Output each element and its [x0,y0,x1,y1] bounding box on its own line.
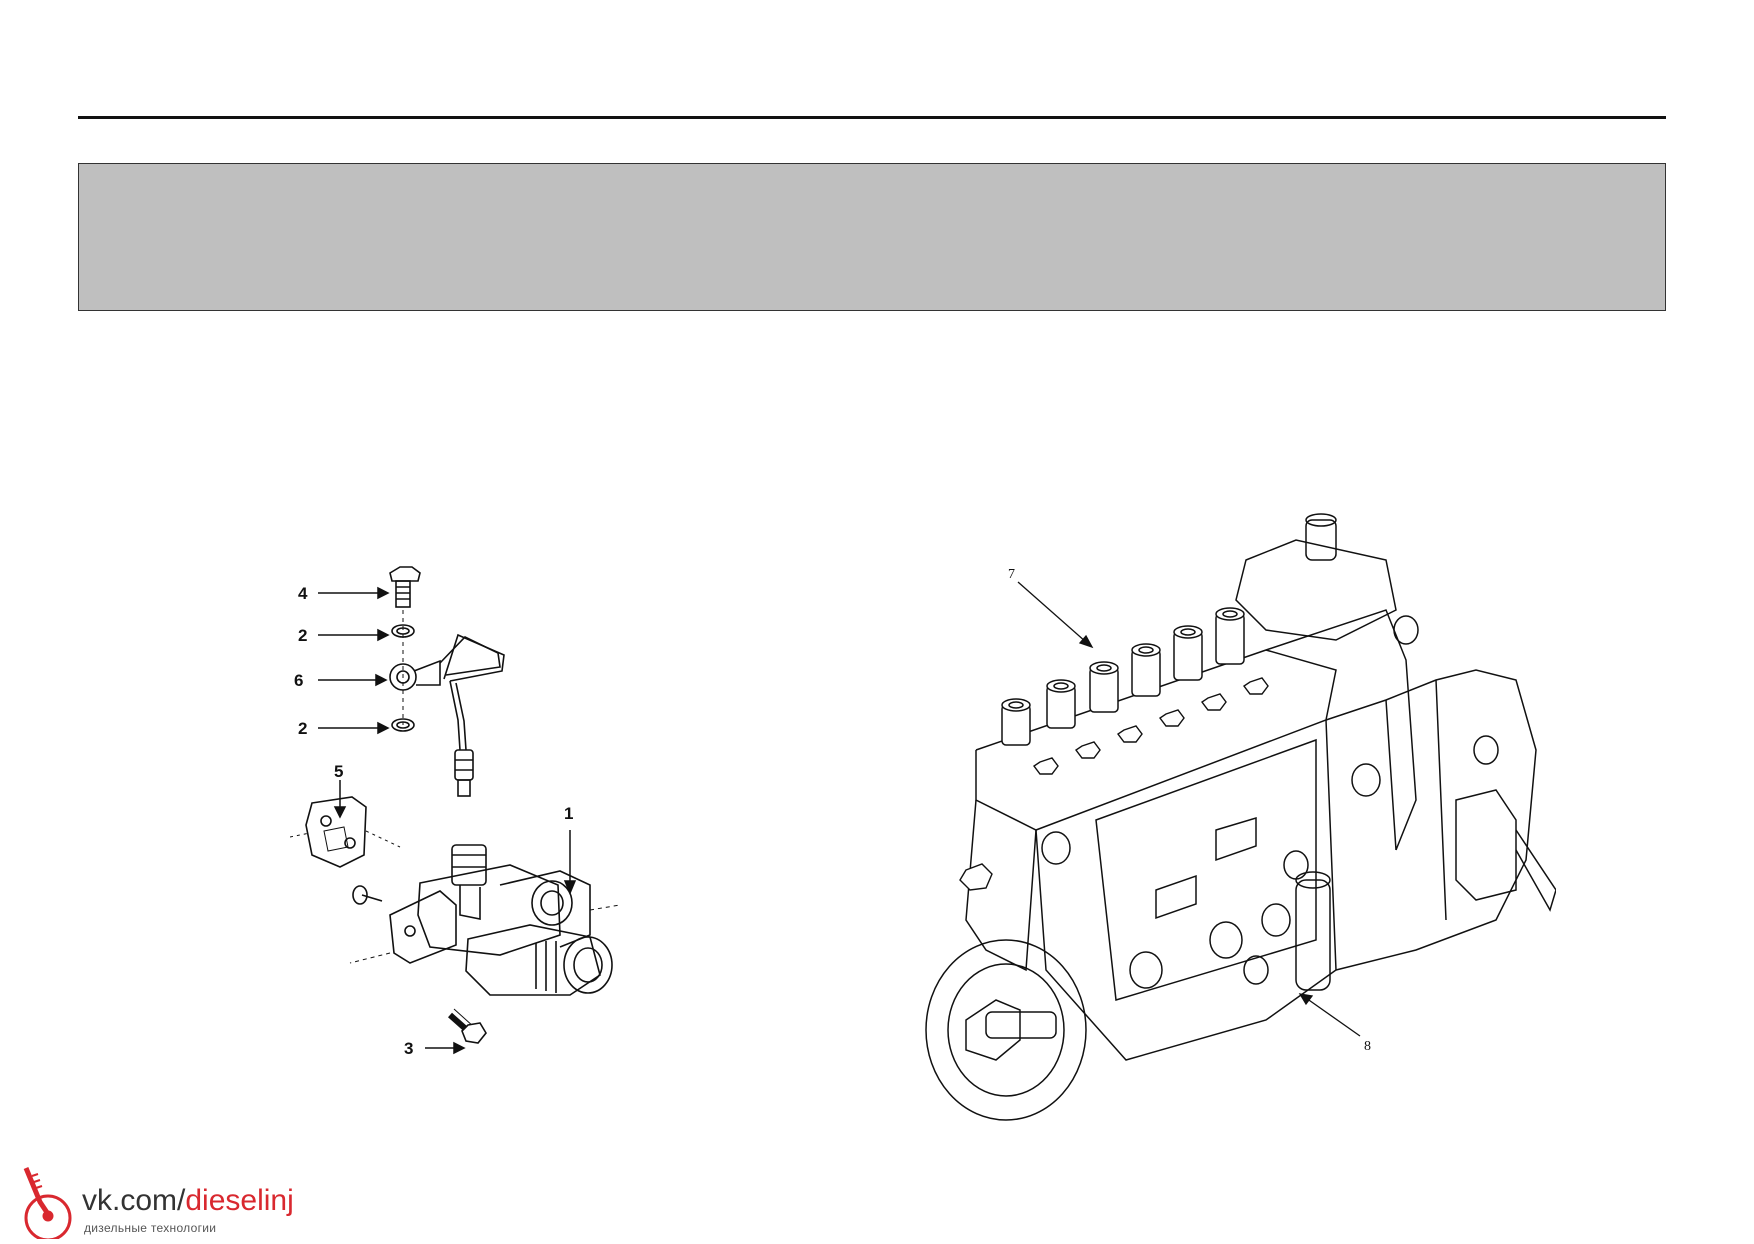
callout-3: 3 [404,1039,413,1058]
watermark-tagline: дизельные технологии [84,1221,217,1235]
callout-2b: 2 [298,719,307,738]
callout-6: 6 [294,671,303,690]
injection-pump-diagram: 7 8 [916,500,1556,1132]
callout-1: 1 [564,804,573,823]
callout-8: 8 [1364,1039,1371,1054]
feed-pump-drawing: 4 2 6 2 5 1 3 [290,566,621,1058]
title-band [78,163,1666,311]
header-rule [78,116,1666,119]
feed-pump-diagram: 4 2 6 2 5 1 3 [290,555,710,1065]
watermark-domain-accent: dieselinj [185,1184,294,1217]
callout-7: 7 [1008,567,1015,582]
callout-2: 2 [298,626,307,645]
watermark-domain-prefix: vk.com/ [82,1184,186,1217]
callout-4: 4 [298,584,308,603]
callout-5: 5 [334,762,343,781]
injection-pump-drawing: 7 8 [925,513,1556,1121]
watermark-domain: vk.com/dieselinj [82,1186,294,1216]
